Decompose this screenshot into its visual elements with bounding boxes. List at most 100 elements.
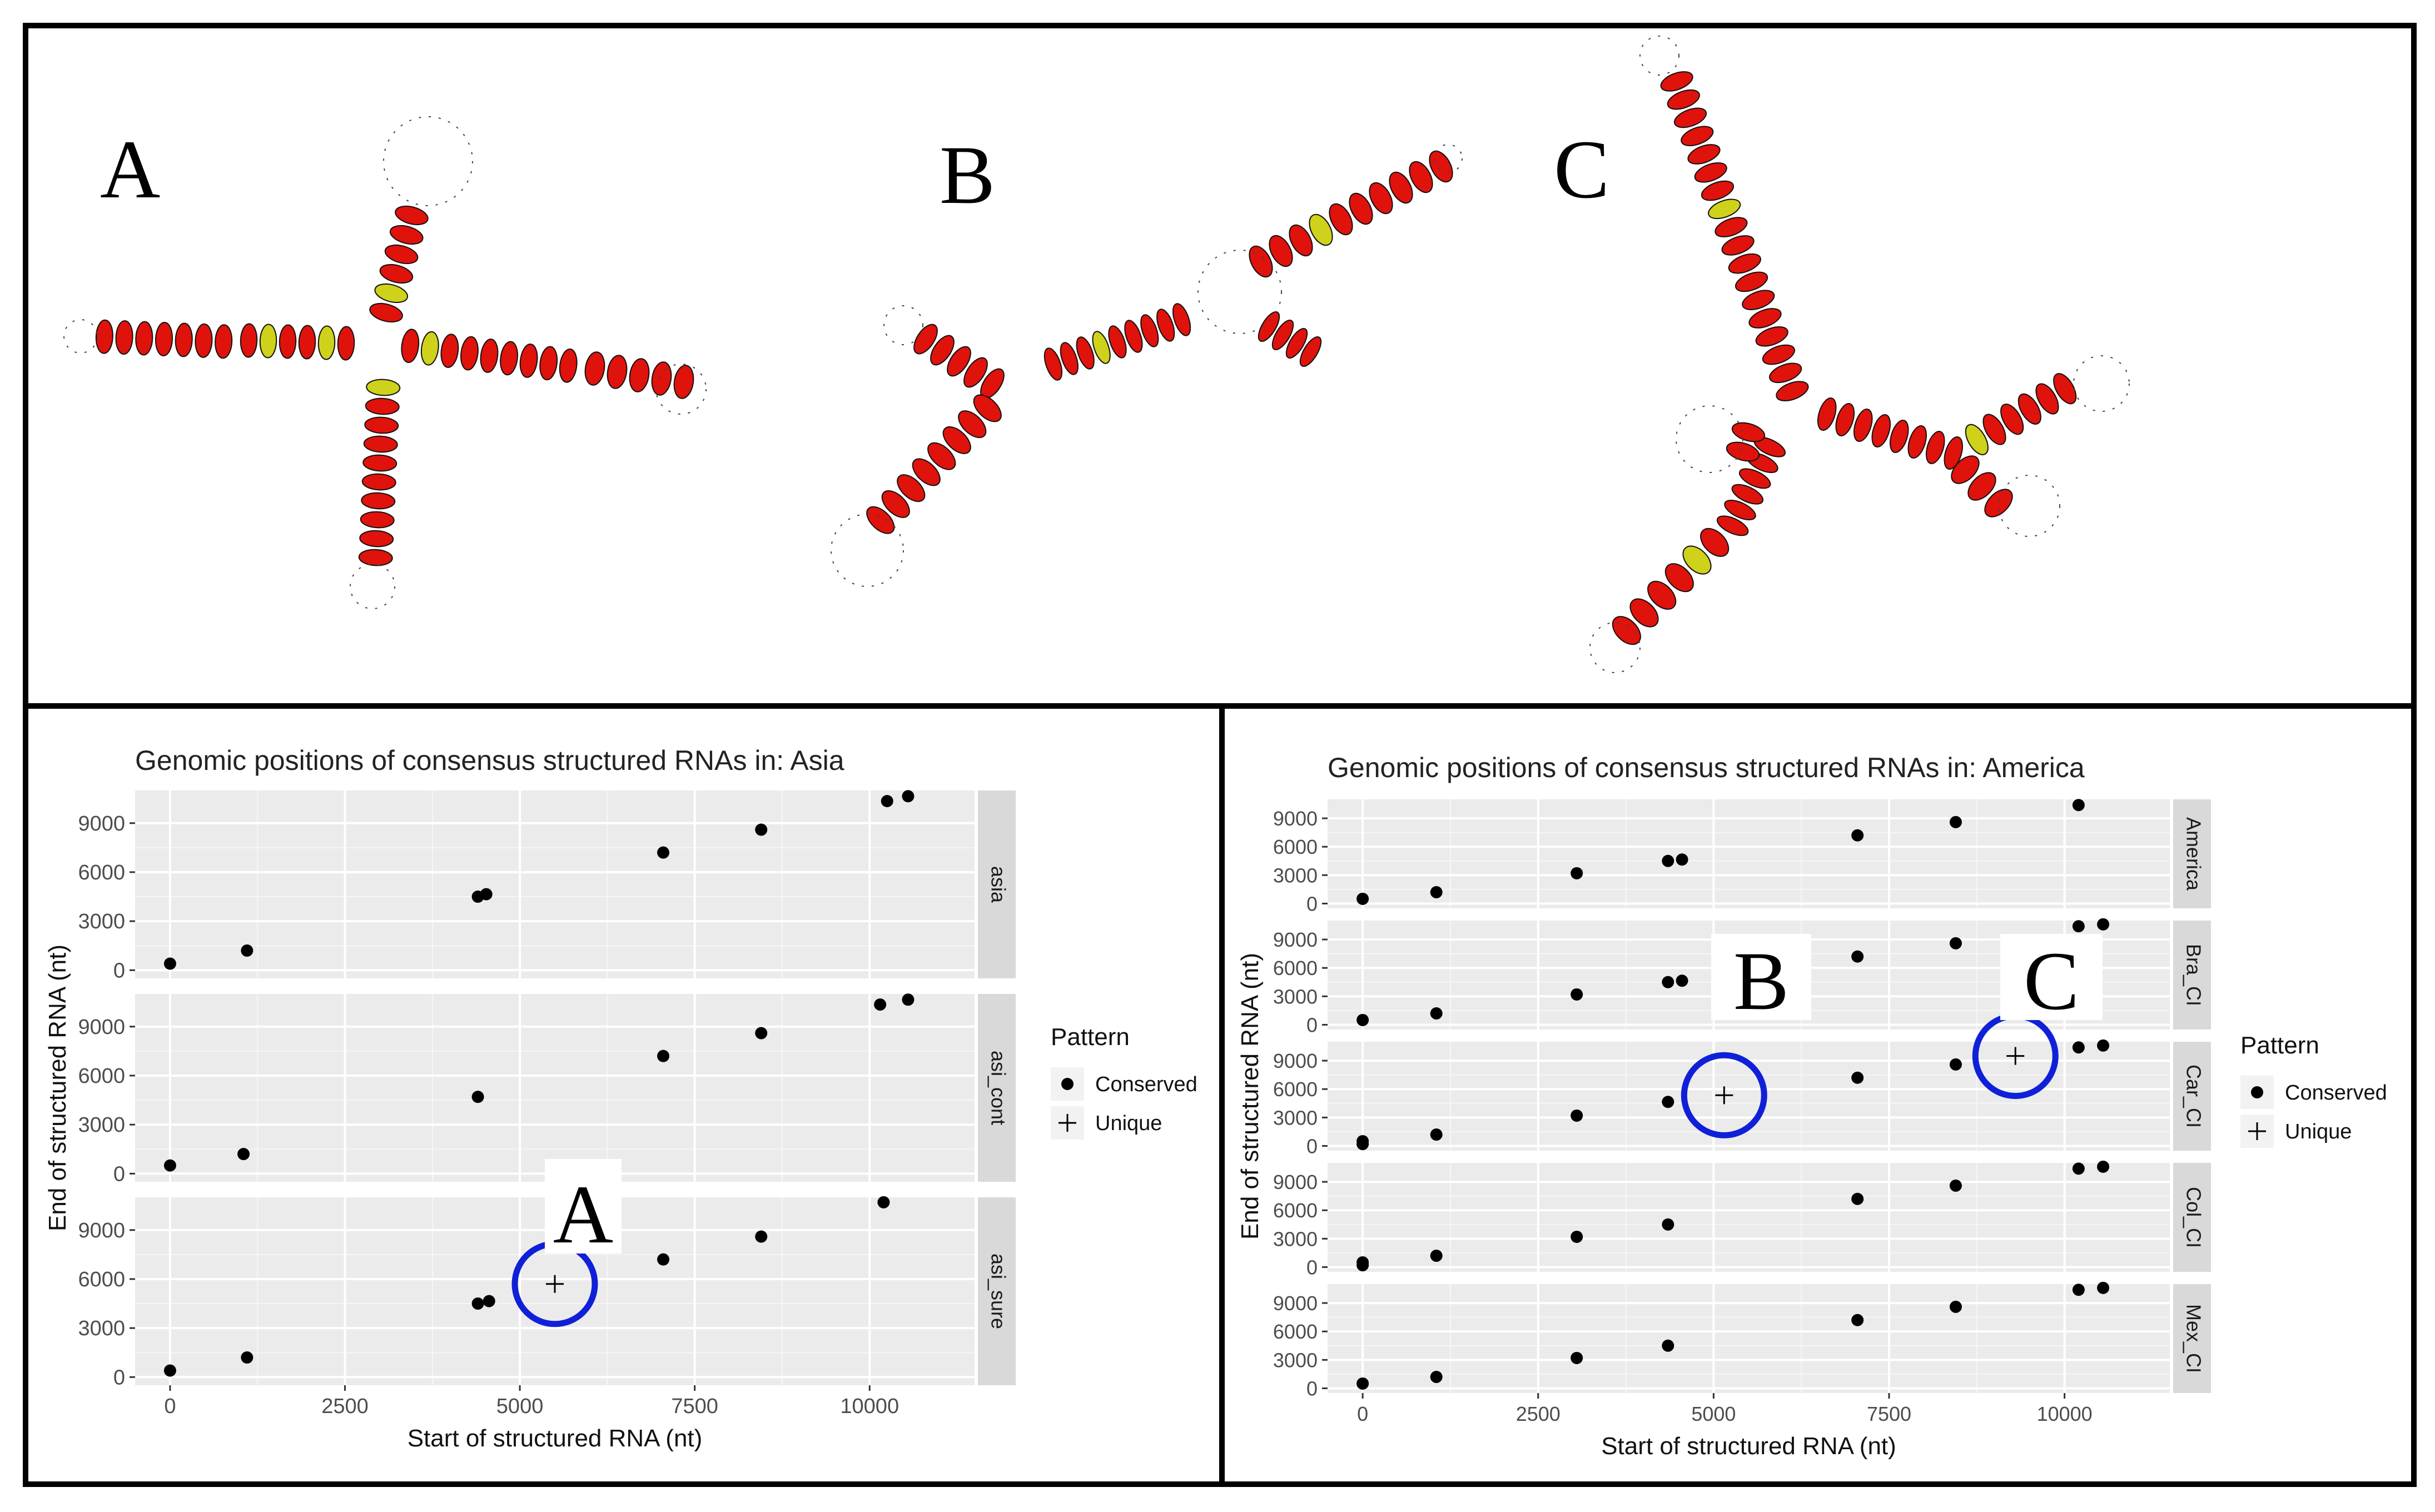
base-pair — [1681, 126, 1714, 147]
x-tick-label: 0 — [164, 1395, 176, 1418]
structure-b-loop-left — [883, 305, 923, 345]
base-pair — [155, 322, 173, 356]
y-tick-label: 3000 — [78, 1317, 125, 1340]
base-pair — [1907, 425, 1927, 459]
conserved-point — [1662, 976, 1674, 988]
base-pair — [1299, 336, 1322, 367]
conserved-point — [2097, 1160, 2110, 1173]
conserved-point — [1430, 1007, 1443, 1020]
conserved-point — [1662, 854, 1674, 867]
facet-strip — [978, 994, 1016, 1182]
y-tick-label: 3000 — [1273, 1227, 1318, 1250]
structure-c-loop-left — [1676, 405, 1743, 473]
base-pair — [384, 244, 419, 265]
conserved-point — [1571, 1351, 1583, 1364]
structure-c-stem-down — [1716, 436, 1786, 536]
base-pair — [2035, 383, 2059, 415]
y-tick-label: 6000 — [1273, 1078, 1318, 1101]
conserved-point — [1851, 829, 1864, 842]
conserved-point — [2072, 920, 2085, 933]
structure-c-stem-top — [1660, 71, 1809, 401]
annotation-label-box — [1711, 934, 1811, 1020]
base-pair — [1140, 314, 1159, 347]
conserved-point — [1676, 853, 1688, 866]
base-pair — [337, 326, 355, 361]
base-pair — [912, 458, 941, 486]
conserved-point — [241, 944, 254, 957]
x-tick-label: 2500 — [1516, 1402, 1561, 1425]
y-tick-label: 0 — [1306, 1256, 1318, 1279]
base-pair — [115, 320, 133, 355]
y-tick-label: 3000 — [1273, 864, 1318, 887]
y-tick-label: 3000 — [1273, 1349, 1318, 1371]
chart-title: Genomic positions of consensus structure… — [135, 745, 844, 776]
y-tick-label: 9000 — [1273, 1171, 1318, 1193]
structure-b-loop-end — [831, 514, 904, 587]
x-tick-label: 10000 — [840, 1395, 899, 1418]
base-pair — [1701, 180, 1735, 201]
base-pair — [1716, 515, 1749, 536]
facet-strip-label: asi_cont — [987, 1051, 1010, 1125]
structure-c-stem-right-up — [1965, 373, 2077, 455]
chart-1: Genomic positions of consensus structure… — [1236, 752, 2387, 1460]
x-tick-label: 5000 — [1691, 1402, 1736, 1425]
legend-title: Pattern — [2240, 1032, 2319, 1059]
conserved-point — [1662, 1096, 1674, 1108]
facet-strip — [978, 1197, 1016, 1385]
annotation-label-box — [545, 1159, 622, 1254]
conserved-point — [1571, 1109, 1583, 1122]
facet-strip — [2173, 799, 2211, 908]
conserved-point — [1571, 1230, 1583, 1243]
base-pair — [135, 321, 153, 356]
legend-title: Pattern — [1051, 1023, 1130, 1051]
base-pair — [1667, 89, 1700, 110]
conserved-point — [1851, 1314, 1864, 1326]
y-tick-label: 6000 — [1273, 957, 1318, 979]
base-pair — [362, 454, 397, 472]
facet-panel — [135, 994, 975, 1182]
base-pair — [1389, 171, 1413, 204]
conserved-point — [1662, 1218, 1674, 1231]
facet-strip-label: asia — [987, 866, 1010, 903]
base-pair — [1700, 528, 1730, 557]
conserved-point — [2072, 1162, 2085, 1175]
base-pair — [1984, 489, 2013, 518]
base-pair — [361, 473, 396, 491]
y-tick-label: 0 — [113, 1162, 125, 1186]
base-pair — [584, 351, 605, 386]
structure-c-loop-right — [2073, 355, 2130, 412]
base-pair — [1748, 308, 1782, 329]
base-pair — [1708, 198, 1741, 220]
conserved-point — [1571, 988, 1583, 1001]
conserved-point — [1851, 950, 1864, 963]
y-tick-label: 3000 — [1273, 985, 1318, 1008]
base-pair — [1724, 500, 1756, 520]
base-pair — [897, 474, 926, 503]
x-tick-label: 7500 — [1867, 1402, 1911, 1425]
base-pair — [1612, 616, 1641, 645]
base-pair — [651, 361, 672, 396]
base-pair — [539, 346, 558, 381]
x-tick-label: 5000 — [496, 1395, 544, 1418]
conserved-point — [1430, 1371, 1443, 1384]
base-pair — [1369, 182, 1393, 215]
base-pair — [942, 426, 971, 454]
base-pair — [240, 323, 258, 358]
conserved-point — [877, 1196, 890, 1208]
conserved-point — [1356, 1013, 1369, 1026]
base-pair — [175, 322, 193, 357]
base-pair — [1762, 344, 1796, 365]
structure-b-stem-upper — [1249, 150, 1453, 278]
base-pair — [1647, 580, 1677, 610]
chart-title: Genomic positions of consensus structure… — [1328, 752, 2085, 783]
base-pair — [1409, 161, 1433, 193]
annotation-label-box — [2000, 934, 2103, 1020]
conserved-point — [1571, 867, 1583, 879]
structure-a-stem-right-outer — [584, 351, 694, 399]
conserved-point — [657, 846, 670, 859]
base-pair — [1967, 472, 1996, 501]
